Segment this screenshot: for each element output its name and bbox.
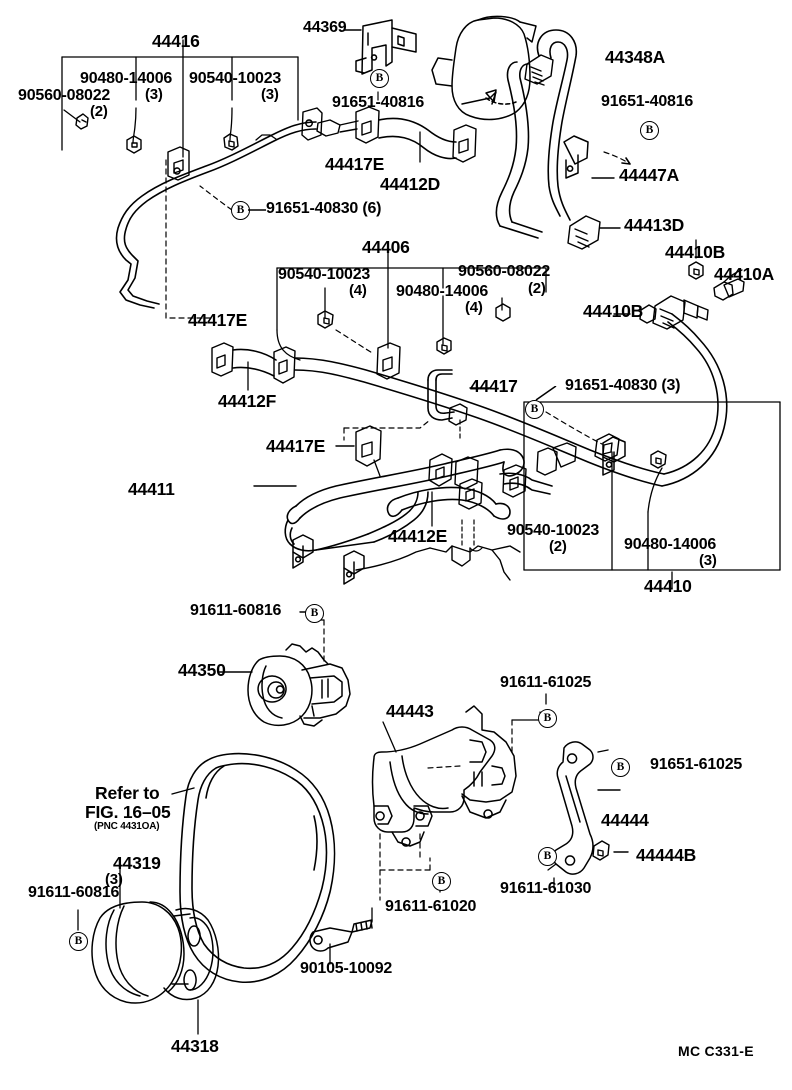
label-qty-3-c: (3) xyxy=(699,552,717,569)
bolt-marker-icon: B xyxy=(305,604,324,623)
label-44411: 44411 xyxy=(128,479,175,499)
bolt-marker-icon: B xyxy=(370,69,389,88)
label-91611-61025: 91611-61025 xyxy=(500,674,592,691)
label-44348A: 44348A xyxy=(605,47,666,67)
label-90540-10023-a: 90540-10023 xyxy=(189,70,282,87)
refer-note-line1: Refer to xyxy=(95,783,160,803)
label-44319: 44319 xyxy=(113,853,161,873)
label-90560-08022-a: 90560-08022 xyxy=(18,87,111,104)
label-90480-14006-c: 90480-14006 xyxy=(624,536,717,553)
label-44444: 44444 xyxy=(601,810,649,830)
label-qty-2-a: (2) xyxy=(90,103,108,120)
label-qty-3-d: (3) xyxy=(105,871,123,888)
leader-line xyxy=(248,209,266,211)
label-44412E: 44412E xyxy=(388,526,448,546)
label-91611-60816-b: 91611-60816 xyxy=(28,884,120,901)
refer-note-line2: FIG. 16–05 xyxy=(85,802,171,822)
footer-code: MC C331-E xyxy=(678,1043,754,1059)
label-91651-40816-a: 91651-40816 xyxy=(332,94,425,111)
label-91611-60816-a: 91611-60816 xyxy=(190,602,282,619)
label-44444B: 44444B xyxy=(636,845,697,865)
label-44417E-b: 44417E xyxy=(188,310,248,330)
bolt-marker-icon: B xyxy=(432,872,451,891)
label-qty-4-a: (4) xyxy=(349,282,367,299)
label-44318: 44318 xyxy=(171,1036,219,1056)
label-44350: 44350 xyxy=(178,660,226,680)
label-91651-40816-b: 91651-40816 xyxy=(601,93,694,110)
label-44369: 44369 xyxy=(303,19,347,36)
label-44412F: 44412F xyxy=(218,391,277,411)
label-qty-2-b: (2) xyxy=(528,280,546,297)
label-90540-10023-b: 90540-10023 xyxy=(278,266,371,283)
label-44410B-b: 44410B xyxy=(583,301,644,321)
leader-line xyxy=(535,386,557,401)
refer-note-line3: (PNC 4431OA) xyxy=(94,821,160,832)
label-91611-61030: 91611-61030 xyxy=(500,880,592,897)
label-qty-3-b: (3) xyxy=(261,86,279,103)
label-44406: 44406 xyxy=(362,237,410,257)
label-44410: 44410 xyxy=(644,576,692,596)
label-qty-4-b: (4) xyxy=(465,299,483,316)
label-44410B-a: 44410B xyxy=(665,242,726,262)
label-qty-3-a: (3) xyxy=(145,86,163,103)
label-44417E-a: 44417E xyxy=(325,154,385,174)
bolt-marker-icon: B xyxy=(538,709,557,728)
label-91651-40830-6: 91651-40830 (6) xyxy=(266,200,382,217)
label-44443: 44443 xyxy=(386,701,434,721)
label-91611-61020: 91611-61020 xyxy=(385,898,477,915)
bolt-marker-icon: B xyxy=(538,847,557,866)
bolt-marker-icon: B xyxy=(611,758,630,777)
label-44416: 44416 xyxy=(152,31,200,51)
bolt-marker-icon: B xyxy=(69,932,88,951)
label-44412D: 44412D xyxy=(380,174,441,194)
label-qty-2-c: (2) xyxy=(549,538,567,555)
label-44410A: 44410A xyxy=(714,264,775,284)
label-90540-10023-c: 90540-10023 xyxy=(507,522,600,539)
label-90480-14006-a: 90480-14006 xyxy=(80,70,173,87)
label-44447A: 44447A xyxy=(619,165,680,185)
bolt-marker-icon: B xyxy=(525,400,544,419)
label-91651-61025: 91651-61025 xyxy=(650,756,743,773)
label-90560-08022-b: 90560-08022 xyxy=(458,263,551,280)
label-90480-14006-b: 90480-14006 xyxy=(396,283,489,300)
label-90105-10092: 90105-10092 xyxy=(300,960,393,977)
label-44417: 44417 xyxy=(470,376,518,396)
label-44417E-c: 44417E xyxy=(266,436,326,456)
bolt-marker-icon: B xyxy=(640,121,659,140)
label-91651-40830-3: 91651-40830 (3) xyxy=(565,377,681,394)
label-44413D: 44413D xyxy=(624,215,685,235)
